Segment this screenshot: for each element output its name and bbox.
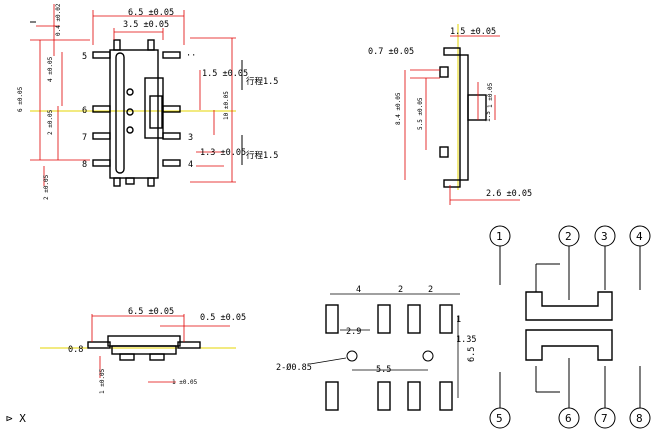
top-view-dim-position-b: 1.3 ±0.05: [200, 148, 246, 158]
top-view-dim-inner-width: 3.5 ±0.05: [123, 20, 169, 30]
schematic-pin-3: 3: [601, 230, 608, 243]
side-view-dim-bottom: 2.6 ±0.05: [486, 189, 532, 199]
front-view-dim-left: 0.8: [68, 345, 83, 355]
top-view-dim-left-d: 2 ±0.05: [43, 174, 50, 200]
pin-label-5: 5: [82, 52, 87, 62]
pin-dots: ··: [186, 51, 196, 61]
front-view-dim-bottom: 1 ±0.05: [172, 379, 198, 386]
side-view-dim-tab: 0.7 ±0.05: [368, 47, 414, 57]
footprint-dim-2b: 2: [428, 285, 433, 295]
schematic-pin-1: 1: [496, 230, 503, 243]
top-view-dim-height: 10 ±0.05: [223, 91, 230, 120]
schematic-pin-7: 7: [601, 412, 608, 425]
footprint-dim-5-5: 5.5: [376, 365, 391, 375]
pin-label-3: 3: [188, 133, 193, 143]
side-view-dim-top: 1.5 ±0.05: [450, 27, 496, 37]
pin-label-6: 6: [82, 106, 87, 116]
schematic-pin-4: 4: [636, 230, 643, 243]
switch-schematic: 1 2 3 4 5 6 7 8: [489, 225, 651, 429]
schematic-pin-8: 8: [636, 412, 643, 425]
pin-label-4: 4: [188, 160, 193, 170]
footprint-dim-1-35: 1.35: [456, 335, 476, 345]
pin-label-7: 7: [82, 133, 87, 143]
side-view: 1.5 ±0.05 0.7 ±0.05 8.4 ±0.05 5.5 ±0.05 …: [368, 24, 532, 205]
side-view-dim-right-a: 1 ±0.05: [487, 82, 494, 108]
front-view-dim-height: 1 ±0.05: [99, 368, 106, 394]
front-view-dim-right: 0.5 ±0.05: [200, 313, 246, 323]
footprint-dim-6-5: 6.5: [467, 347, 477, 362]
schematic-pin-2: 2: [565, 230, 572, 243]
top-view-dim-left-top: 0.4 ±0.02: [55, 3, 62, 36]
footprint-dim-1: 1: [456, 315, 461, 325]
top-view: 6.5 ±0.05 3.5 ±0.05 0.4 ±0.02 4 ±0.05 6 …: [17, 3, 278, 200]
top-view-dim-left-a: 4 ±0.05: [47, 56, 54, 82]
top-view-dim-overall-width: 6.5 ±0.05: [128, 8, 174, 18]
ucs-axis-icon[interactable]: ⊳ X: [6, 412, 26, 425]
front-view-dim-width: 6.5 ±0.05: [128, 307, 174, 317]
travel-label-a: 行程1.5: [246, 76, 278, 87]
pin-label-8: 8: [82, 160, 87, 170]
top-view-dim-left-overall: 6 ±0.05: [17, 86, 24, 112]
side-view-dim-right-b: 1.5: [485, 111, 492, 122]
footprint-holes-label: 2-Ø0.85: [276, 362, 312, 373]
footprint-dim-4: 4: [356, 285, 361, 295]
schematic-pin-5: 5: [496, 412, 503, 425]
side-view-dim-height-inner: 5.5 ±0.05: [417, 97, 424, 130]
travel-label-b: 行程1.5: [246, 150, 278, 161]
pcb-footprint: 4 2 2 1 2.9 1.35 5.5 6.5 2-Ø0.85: [276, 285, 477, 411]
schematic-pin-6: 6: [565, 412, 572, 425]
side-view-dim-height-outer: 8.4 ±0.05: [395, 92, 402, 125]
top-view-dim-position-a: 1.5 ±0.05: [202, 69, 248, 79]
front-view: 6.5 ±0.05 0.5 ±0.05 0.8 1 ±0.05 1 ±0.05: [40, 307, 246, 394]
footprint-dim-2a: 2: [398, 285, 403, 295]
top-view-dim-left-c: 2 ±0.05: [47, 109, 54, 135]
footprint-dim-2-9: 2.9: [346, 327, 361, 337]
